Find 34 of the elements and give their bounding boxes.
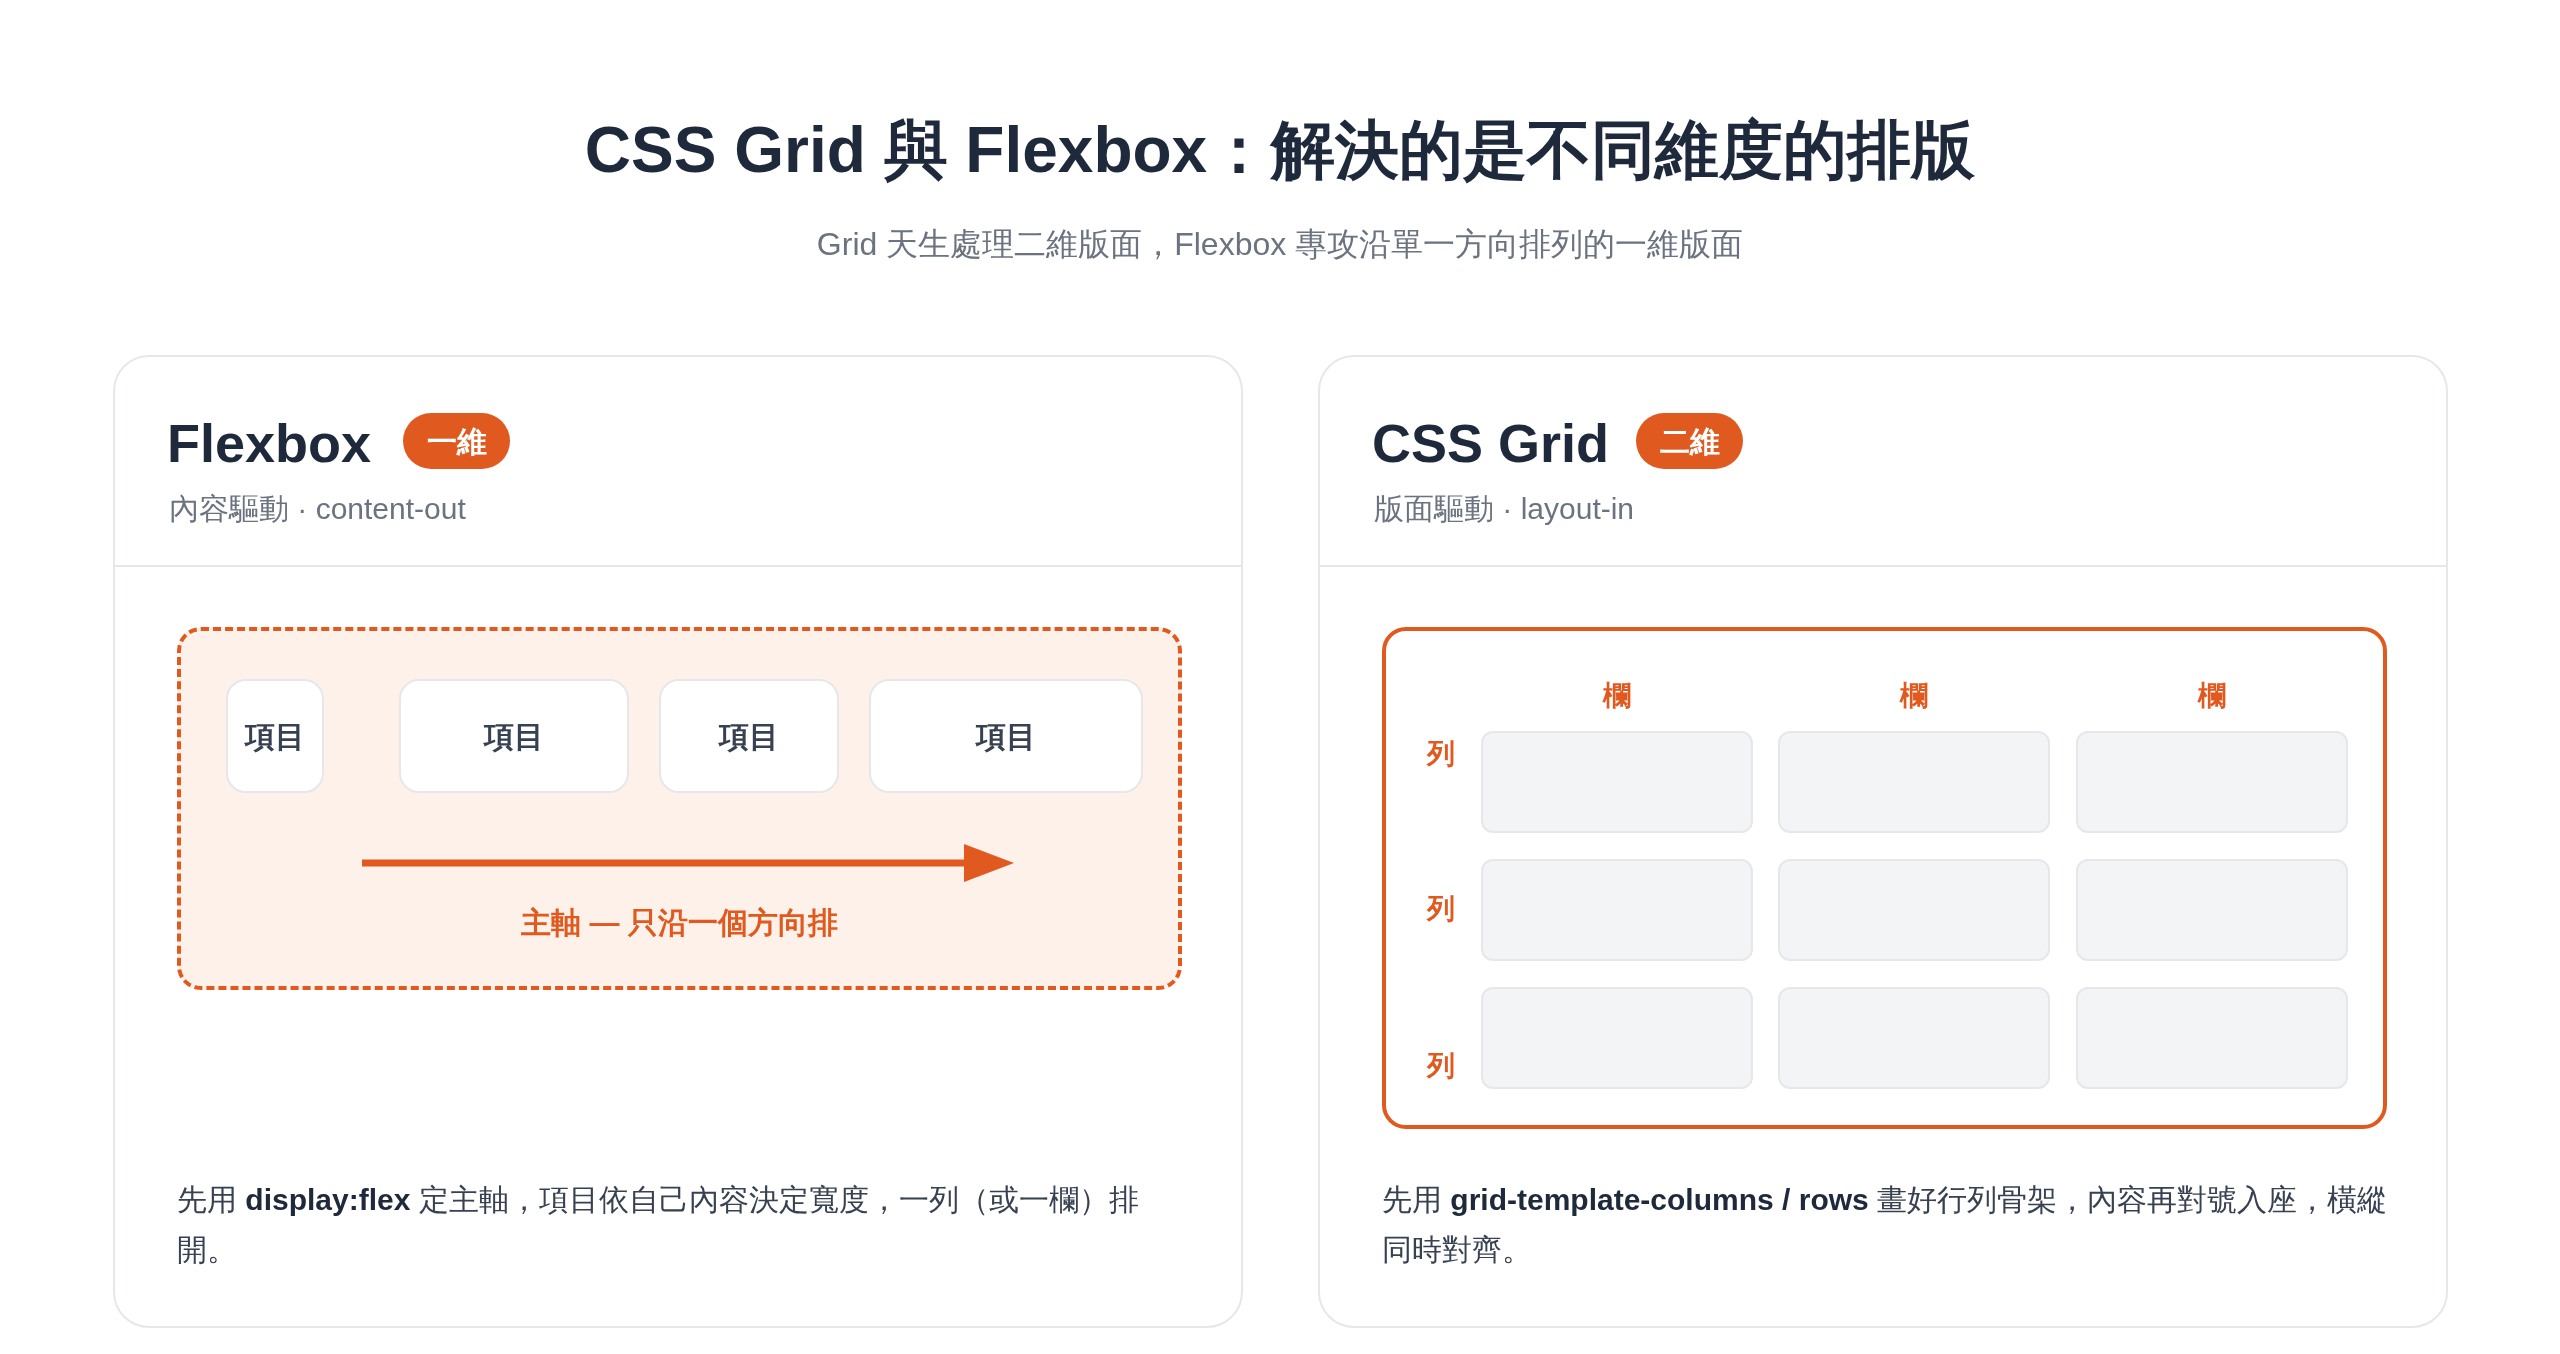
row-label: 列 <box>1425 892 1456 926</box>
row-label: 列 <box>1425 737 1456 771</box>
card-title: Flexbox <box>167 412 372 475</box>
column-label: 欄 <box>2196 679 2227 713</box>
card-subtitle: 版面驅動 · layout-in <box>1374 491 1635 527</box>
card-subtitle: 內容驅動 · content-out <box>169 491 466 527</box>
card-panel <box>113 355 1243 1328</box>
grid-cell <box>2076 987 2348 1089</box>
card-panel <box>1318 355 2448 1328</box>
flex-item: 項目 <box>399 679 629 793</box>
flex-item: 項目 <box>659 679 839 793</box>
description-text: 先用 display:flex 定主軸，項目依自己內容決定寬度，一列（或一欄）排開。 <box>177 1182 1140 1268</box>
flex-item: 項目 <box>869 679 1143 793</box>
flex-item: 項目 <box>226 679 324 793</box>
grid-cell <box>1778 731 2050 833</box>
dimension-badge: 一維 <box>403 413 510 469</box>
grid-container <box>1382 627 2387 1129</box>
grid-cell <box>2076 859 2348 961</box>
page-subtitle: Grid 天生處理二維版面，Flexbox 專攻沿單一方向排列的一維版面 <box>815 225 1745 264</box>
card-title: CSS Grid <box>1372 412 1610 475</box>
grid-cell <box>1481 731 1753 833</box>
description-text: 先用 grid-template-columns / rows 畫好行列骨架，內容再對號入座，橫縱同時對齊。 <box>1382 1182 2389 1268</box>
grid-cell <box>1778 859 2050 961</box>
column-label: 欄 <box>1601 679 1632 713</box>
grid-cell <box>2076 731 2348 833</box>
row-label: 列 <box>1425 1049 1456 1083</box>
grid-cell <box>1481 987 1753 1089</box>
flex-container <box>177 627 1182 990</box>
column-label: 欄 <box>1898 679 1929 713</box>
grid-cell <box>1778 987 2050 1089</box>
grid-cell <box>1481 859 1753 961</box>
page-title: CSS Grid 與 Flexbox：解決的是不同維度的排版 <box>583 113 1977 188</box>
dimension-badge: 二維 <box>1636 413 1743 469</box>
axis-label: 主軸 — 只沿一個方向排 <box>520 905 839 941</box>
